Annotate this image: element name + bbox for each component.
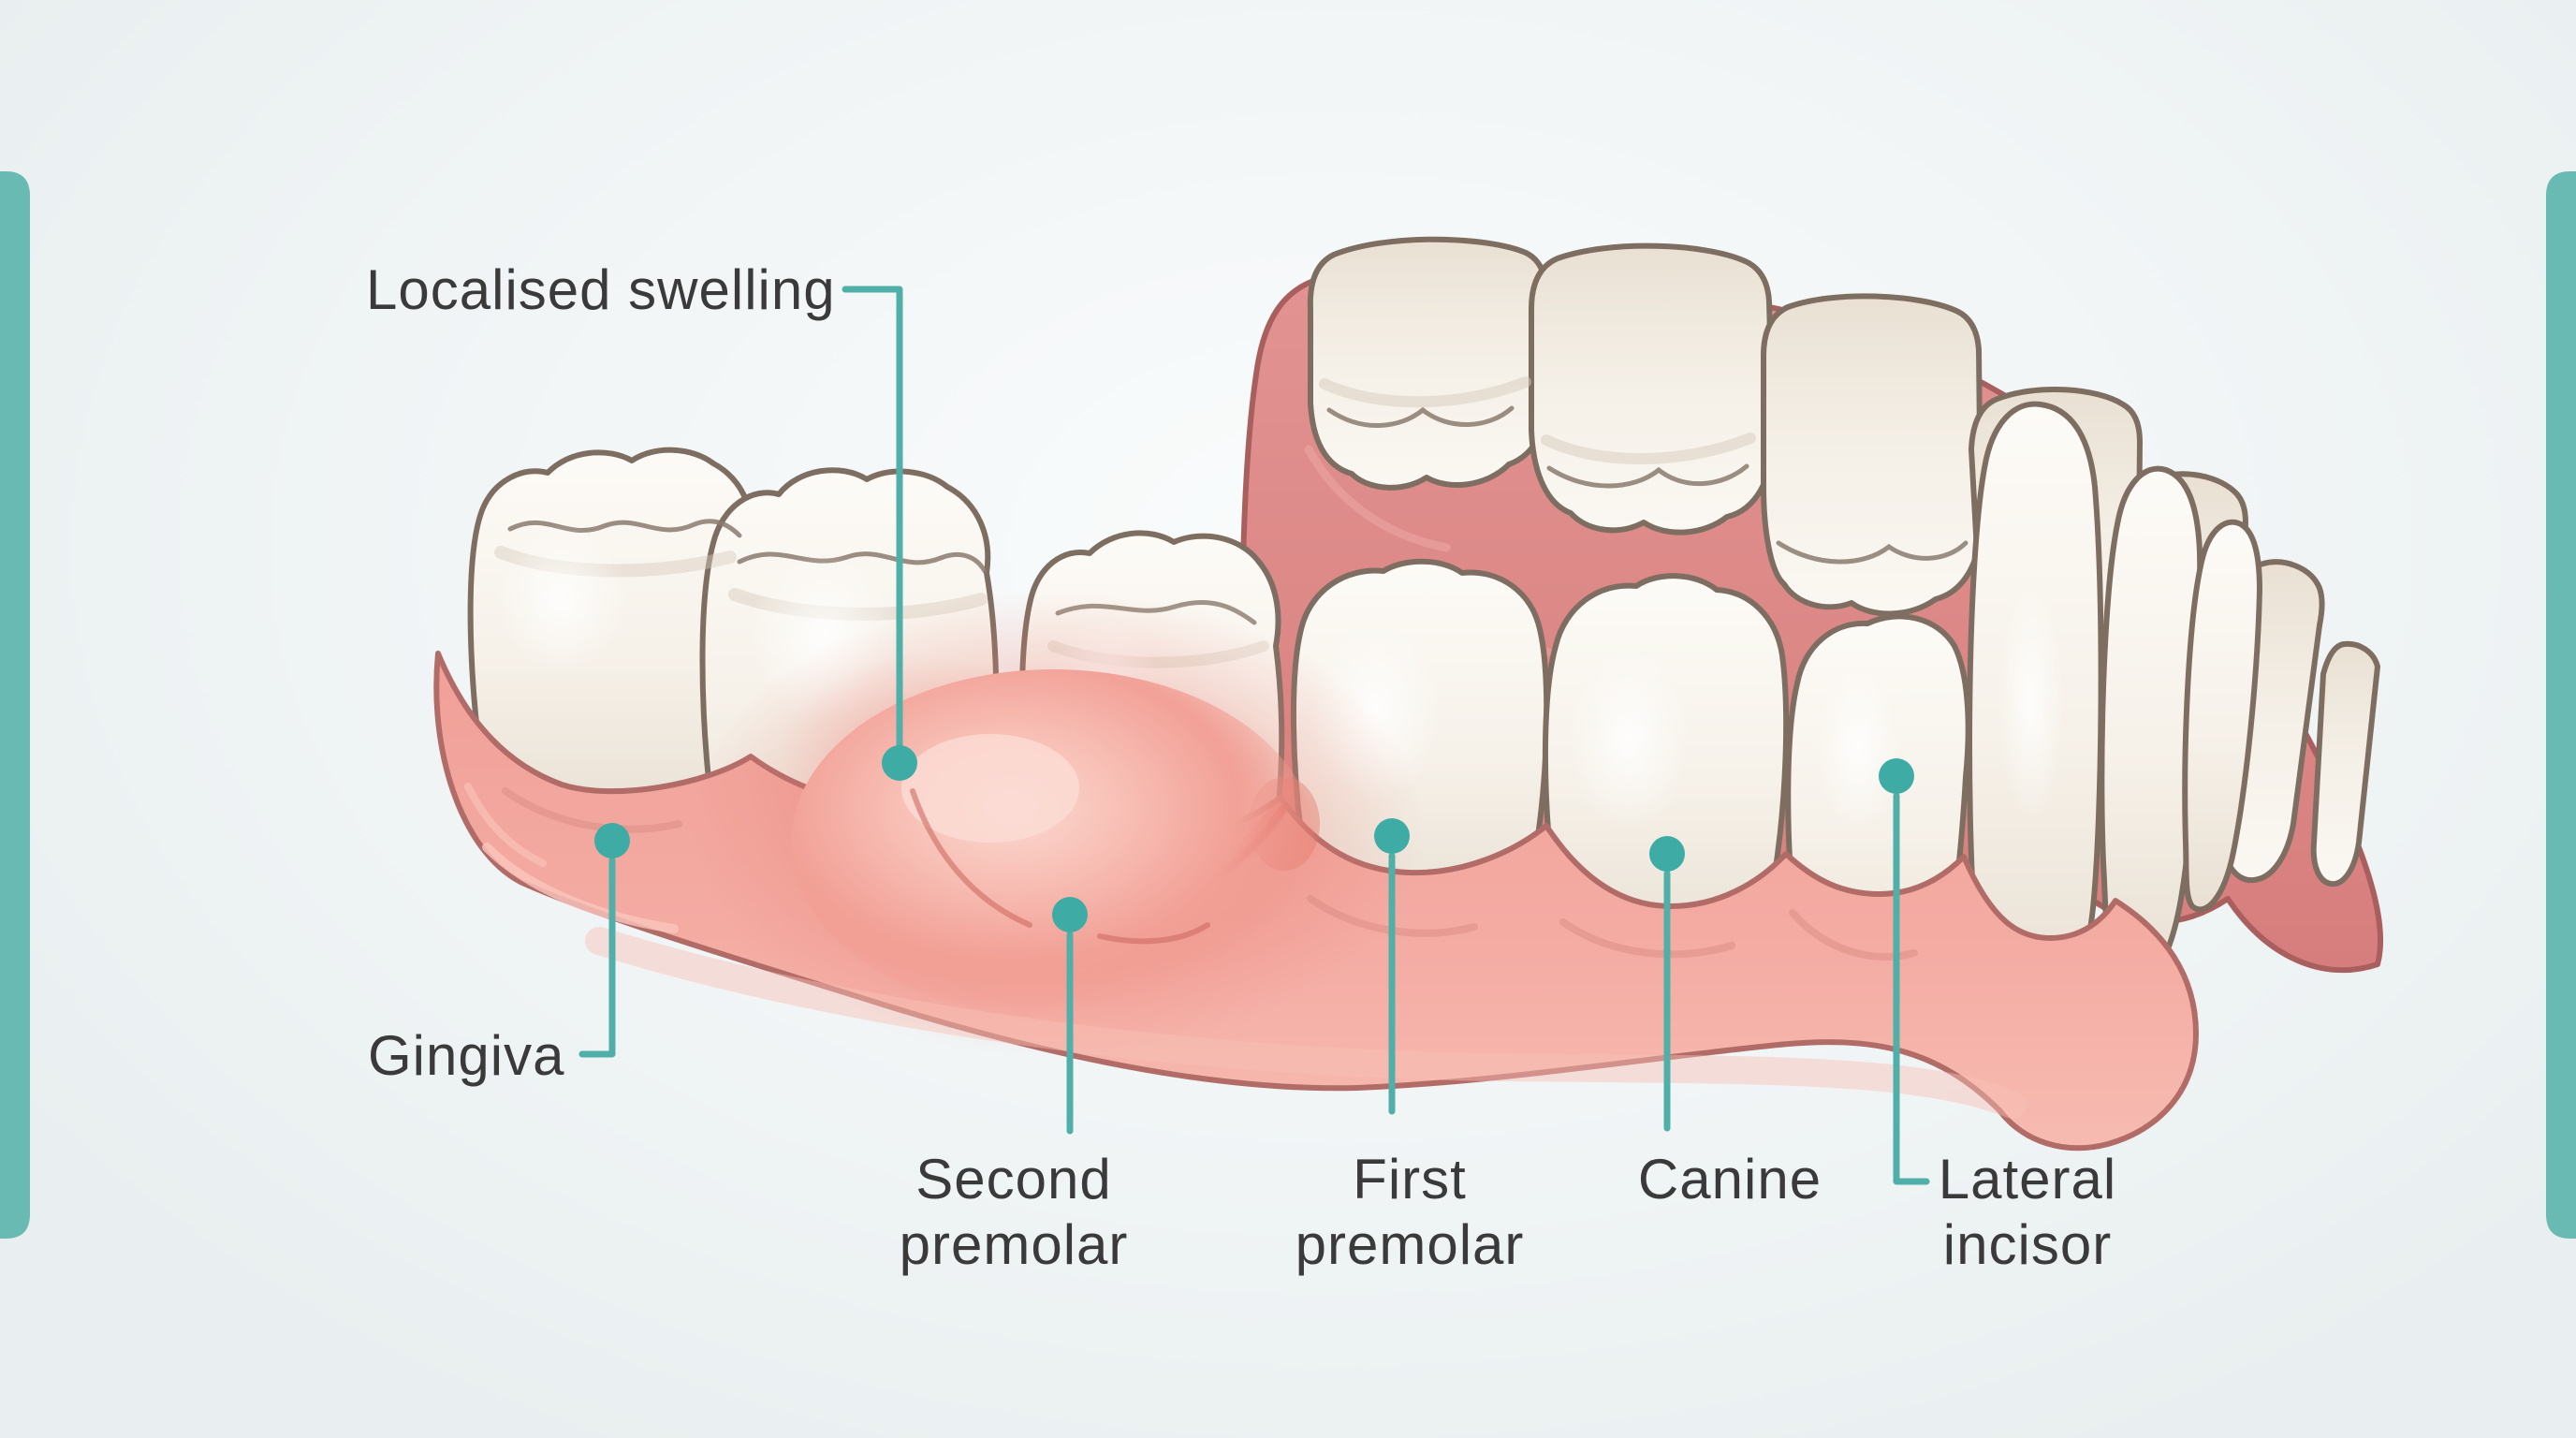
gum-scallop-shadow-1	[502, 787, 682, 833]
gum-highlight-left	[482, 843, 679, 933]
annotation-labels: Localised swelling Gingiva Second premol…	[366, 258, 2116, 1276]
leader-lines	[578, 286, 1930, 1185]
upper-molar-1	[1307, 236, 1551, 491]
gum-highlight-left-2	[464, 783, 547, 867]
swelling-bump	[791, 669, 1315, 1016]
leader-dots	[594, 745, 1914, 932]
gum-bottom-light-band	[585, 927, 2027, 1119]
swelling-crease-left	[910, 788, 1032, 928]
dot-second-premolar	[1052, 897, 1088, 932]
molar-1st-groove	[737, 551, 988, 574]
molar-2nd-highlight	[496, 524, 627, 674]
leader-gingiva	[578, 857, 616, 1058]
upper-molar-3-groove	[1776, 540, 1969, 565]
swelling-highlight	[901, 734, 1079, 843]
label-second-premolar-line1: Second	[915, 1148, 1112, 1211]
label-first-premolar-line1: First	[1353, 1148, 1467, 1211]
gum-scallop-shadow-3	[1559, 918, 1735, 959]
upper-molar-2-shadow	[1541, 433, 1756, 464]
lower-gingiva	[433, 590, 2199, 1152]
label-first-premolar-line2: premolar	[1295, 1213, 1525, 1276]
annotations: Localised swelling Gingiva Second premol…	[366, 258, 2116, 1276]
canine-highlight	[1568, 646, 1690, 833]
dot-first-premolar	[1374, 818, 1410, 854]
lateral-incisor-highlight	[1816, 665, 1900, 833]
molar-2nd-groove	[507, 519, 742, 538]
dot-canine	[1649, 836, 1685, 872]
right-accent-bar	[2546, 171, 2576, 1239]
label-lateral-incisor-line2: incisor	[1943, 1213, 2112, 1276]
upper-molar-2	[1529, 242, 1776, 536]
upper-incisor-2	[2310, 640, 2380, 888]
upper-molar-3	[1761, 293, 1983, 617]
lower-incisor-sliver	[2182, 519, 2262, 913]
left-accent-bar	[0, 171, 30, 1239]
leader-localised-swelling	[842, 286, 903, 749]
dot-localised-swelling	[882, 745, 917, 781]
dot-gingiva	[594, 823, 630, 858]
central-incisor-highlight	[1998, 580, 2064, 824]
upper-molar-1-groove	[1326, 405, 1515, 428]
upper-gum-highlight	[1304, 445, 1451, 552]
upper-molar-1-shadow	[1319, 376, 1531, 408]
label-canine: Canine	[1638, 1148, 1822, 1211]
label-localised-swelling: Localised swelling	[366, 258, 836, 321]
label-lateral-incisor-line1: Lateral	[1939, 1148, 2116, 1211]
label-second-premolar-line2: premolar	[900, 1213, 1129, 1276]
dot-lateral-incisor	[1879, 758, 1914, 794]
swelling-crease-right	[1097, 922, 1210, 945]
leader-lateral-incisor	[1893, 792, 1930, 1185]
upper-molar-2-groove	[1546, 463, 1749, 489]
label-gingiva: Gingiva	[368, 1024, 564, 1087]
